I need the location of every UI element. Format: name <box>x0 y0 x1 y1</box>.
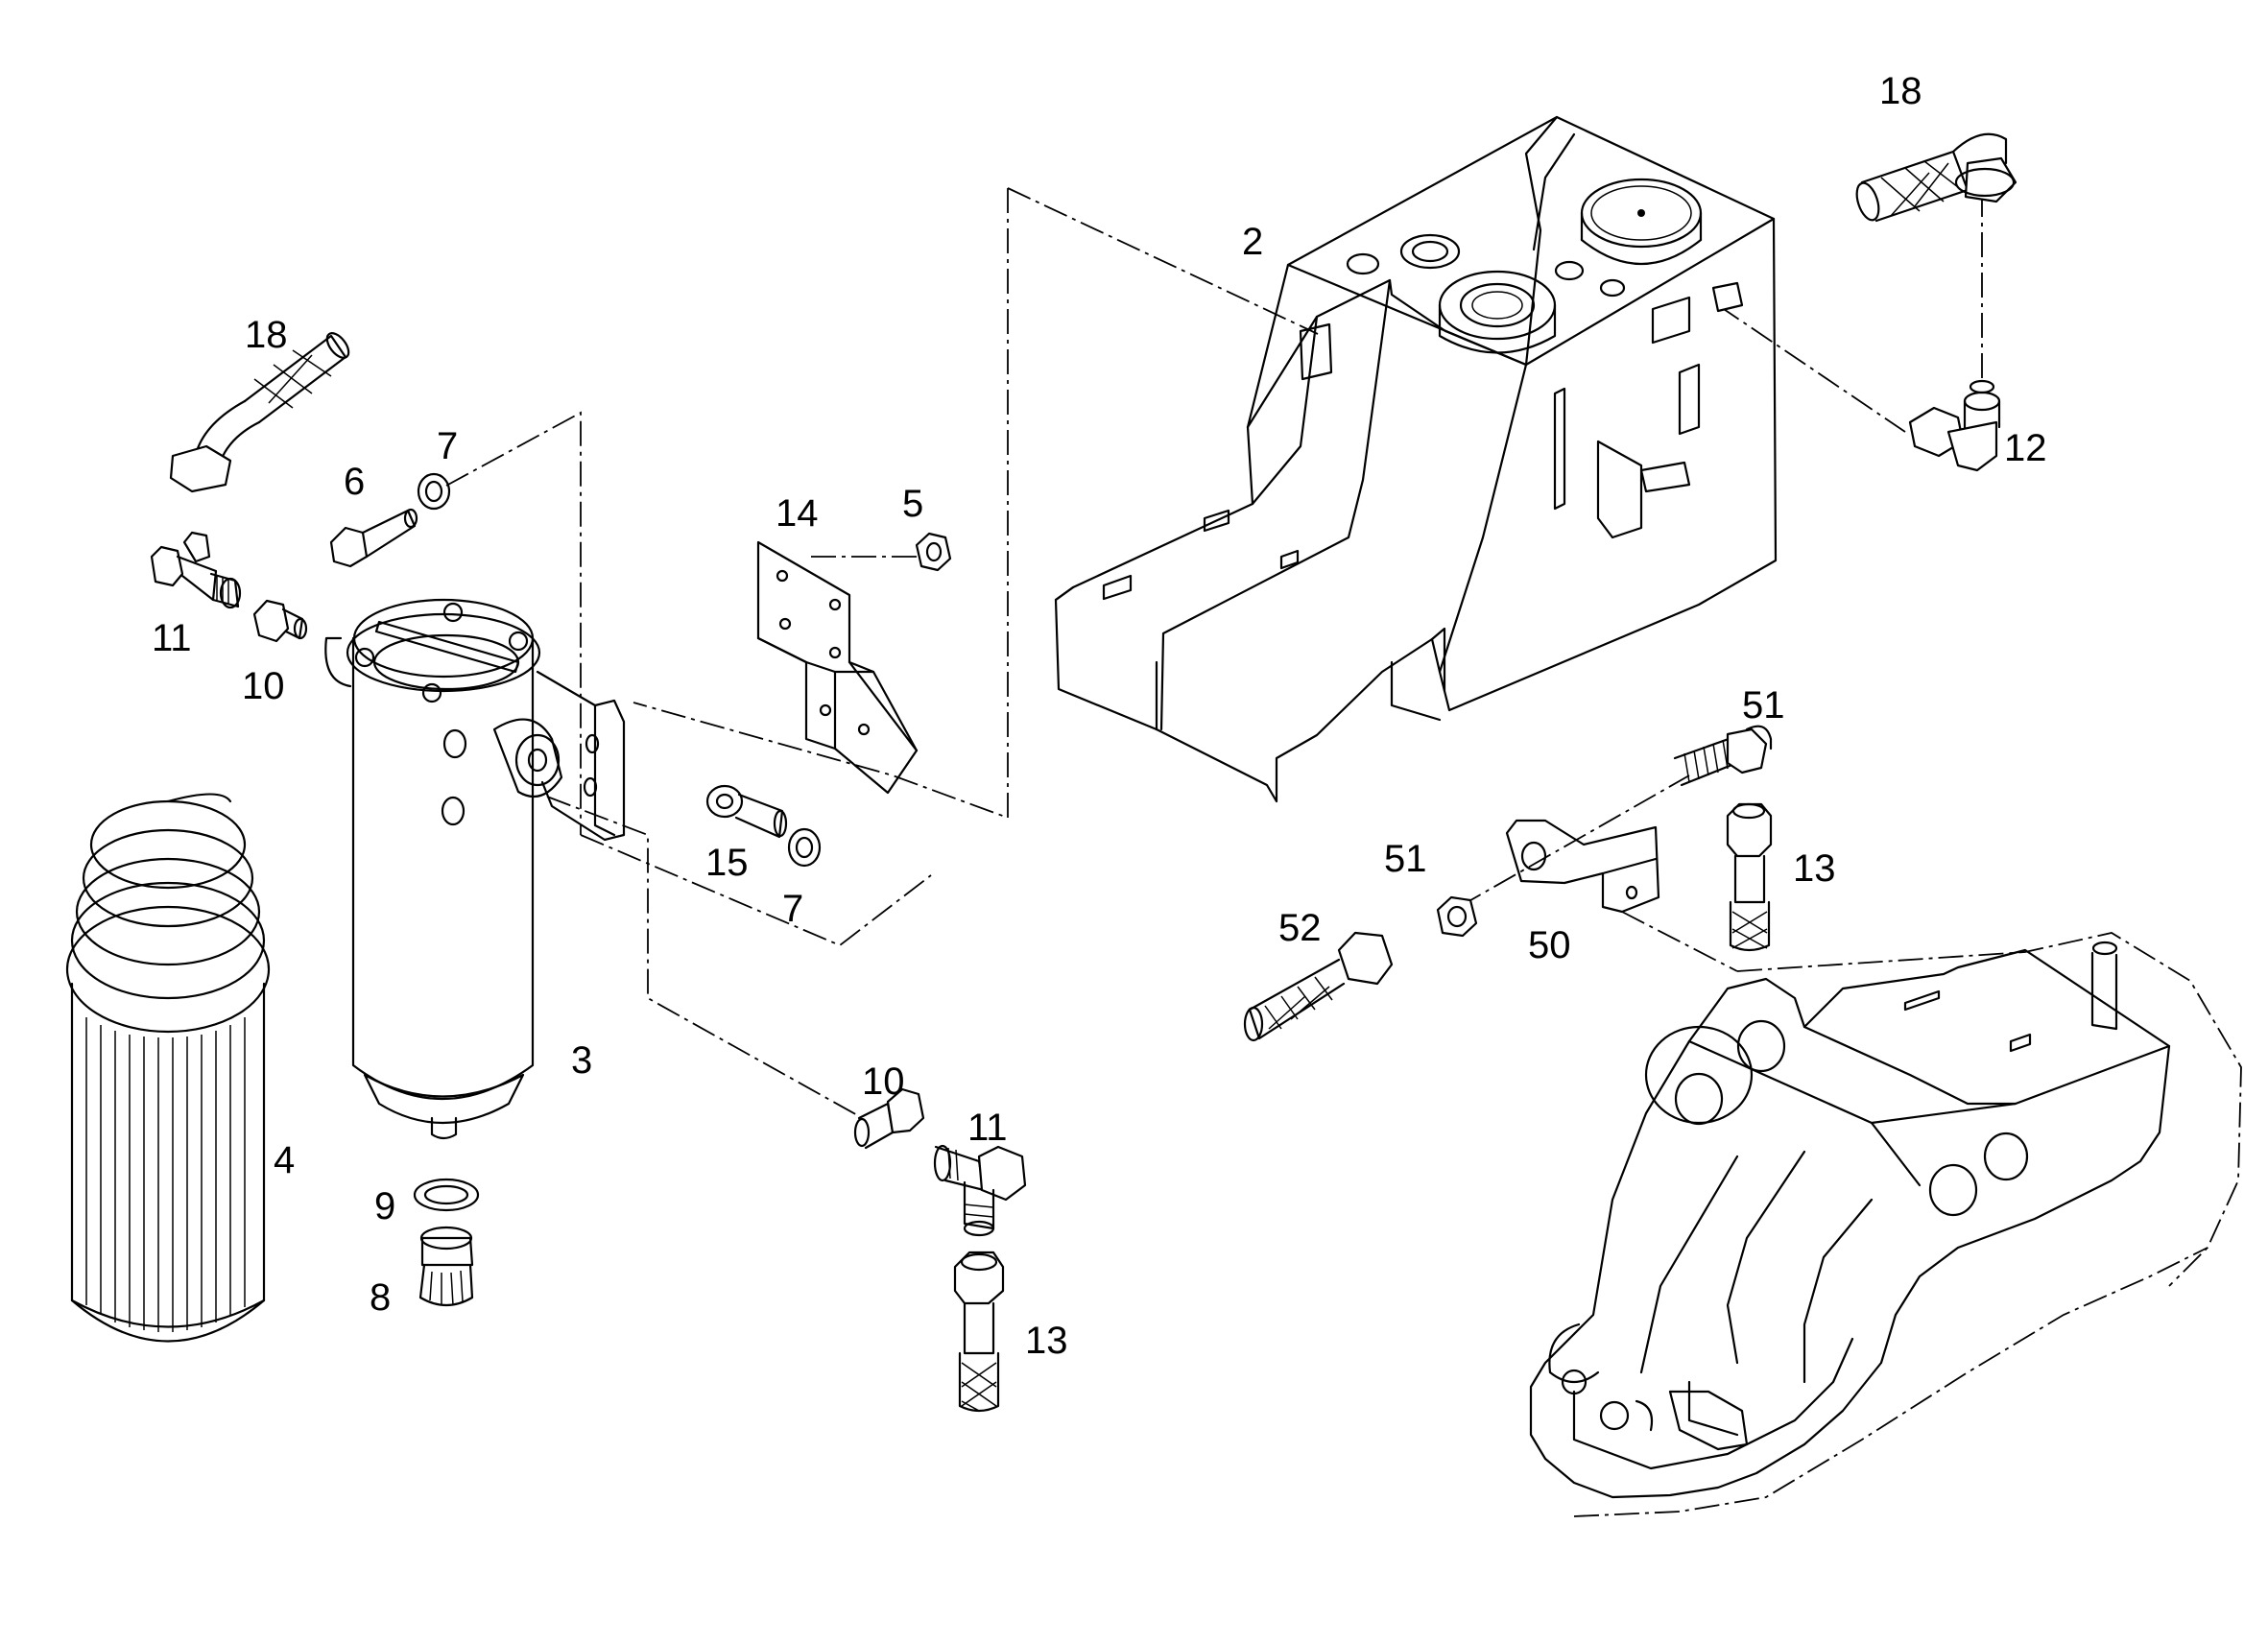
callout-50: 50 <box>1528 924 1571 966</box>
bolt-6 <box>329 508 418 568</box>
hose-end-13a <box>1726 802 1773 952</box>
nipple-10a <box>252 599 308 643</box>
bracket-14 <box>756 540 919 795</box>
callout-15: 15 <box>705 842 749 884</box>
callout-6: 6 <box>344 461 365 503</box>
callout-14: 14 <box>776 492 819 535</box>
callout-11b: 11 <box>967 1107 1008 1149</box>
nut-51b <box>1436 895 1478 938</box>
callout-51b: 51 <box>1384 838 1427 880</box>
callout-18b: 18 <box>245 314 288 356</box>
callout-10a: 10 <box>242 665 285 707</box>
callout-3: 3 <box>571 1039 592 1082</box>
bolt-15 <box>705 784 788 839</box>
callout-12: 12 <box>2004 427 2047 469</box>
callout-7a: 7 <box>437 425 458 467</box>
callout-18a: 18 <box>1879 70 1922 112</box>
callout-13b: 13 <box>1025 1320 1068 1362</box>
hose-end-13b <box>953 1251 1005 1413</box>
callout-11a: 11 <box>152 617 192 659</box>
hydraulic-tank <box>1054 115 1778 803</box>
callout-13a: 13 <box>1793 847 1836 890</box>
callout-51a: 51 <box>1742 684 1785 727</box>
callout-8: 8 <box>370 1276 391 1319</box>
filter-housing <box>324 598 626 1140</box>
callout-labels: 2 18 18 12 7 6 14 5 11 10 15 7 51 13 51 … <box>152 70 2047 1362</box>
bracket-50 <box>1505 819 1660 914</box>
tee-fitting-11a <box>150 531 242 609</box>
callout-2: 2 <box>1242 221 1263 263</box>
callout-52: 52 <box>1278 907 1322 949</box>
plug-8 <box>418 1226 474 1307</box>
callout-4: 4 <box>274 1139 295 1181</box>
callout-10b: 10 <box>862 1060 905 1103</box>
tee-fitting-11b <box>933 1144 1027 1237</box>
elbow-fitting-12 <box>1908 379 2001 472</box>
callout-5: 5 <box>902 483 923 525</box>
callout-7b: 7 <box>782 888 803 930</box>
washer-7b <box>787 827 822 868</box>
filter-element <box>65 793 271 1343</box>
bolt-52 <box>1243 931 1394 1042</box>
assembly-lines <box>445 187 2242 1517</box>
callout-9: 9 <box>374 1185 395 1227</box>
washer-7a <box>417 472 451 511</box>
elbow-51a <box>1673 725 1773 787</box>
seal-9 <box>413 1178 480 1212</box>
machine-frame <box>1529 941 2171 1499</box>
hose-elbow-left <box>169 332 350 493</box>
nut-5 <box>915 532 952 572</box>
hose-elbow-right <box>1855 132 2017 223</box>
nipple-10b <box>853 1087 925 1150</box>
